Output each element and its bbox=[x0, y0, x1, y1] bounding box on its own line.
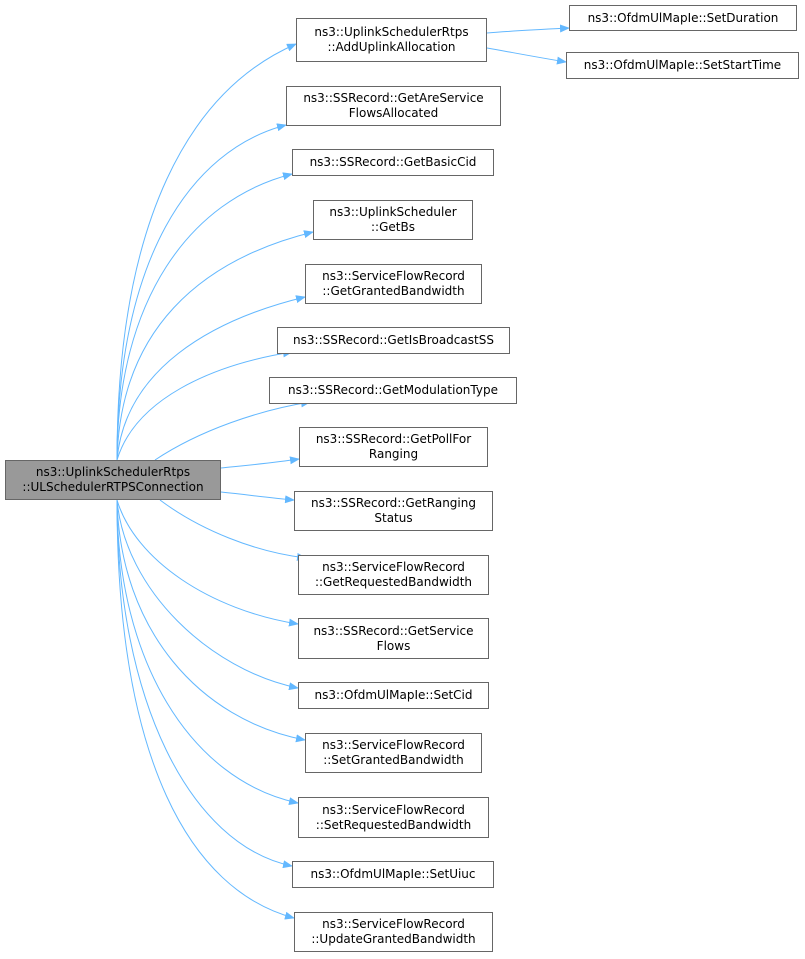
node-label-line2: ::GetBs bbox=[371, 220, 415, 234]
node-root[interactable]: ns3::UplinkSchedulerRtps ::ULSchedulerRT… bbox=[5, 460, 221, 500]
node-label-line2: Ranging bbox=[368, 447, 419, 461]
edge-get-basic-cid bbox=[116, 172, 293, 461]
node-label-line1: ns3::ServiceFlowRecord bbox=[322, 802, 465, 817]
node-get-granted-bandwidth[interactable]: ns3::ServiceFlowRecord ::GetGrantedBandw… bbox=[305, 264, 482, 304]
node-label-line1: ns3::ServiceFlowRecord bbox=[322, 738, 465, 752]
node-label-line2: ::AddUplinkAllocation bbox=[327, 40, 456, 54]
edge-get-is-broadcast-ss bbox=[116, 349, 293, 461]
node-get-service-flows[interactable]: ns3::SSRecord::GetService Flows bbox=[298, 618, 489, 659]
node-label-line1: ns3::UplinkSchedulerRtps bbox=[314, 25, 469, 39]
node-label-line1: ns3::UplinkScheduler bbox=[329, 205, 457, 219]
node-root-line1: ns3::UplinkSchedulerRtps bbox=[35, 465, 191, 479]
node-label-line2: ::UpdateGrantedBandwidth bbox=[311, 932, 476, 946]
node-set-uiuc[interactable]: ns3::OfdmUlMapIe::SetUiuc bbox=[292, 861, 494, 888]
node-label-line1: ns3::OfdmUlMapIe::SetUiuc bbox=[310, 867, 476, 881]
node-add-uplink-allocation[interactable]: ns3::UplinkSchedulerRtps ::AddUplinkAllo… bbox=[296, 18, 487, 62]
node-get-basic-cid[interactable]: ns3::SSRecord::GetBasicCid bbox=[292, 149, 494, 176]
edge-set-cid bbox=[116, 499, 299, 691]
node-set-cid[interactable]: ns3::OfdmUlMapIe::SetCid bbox=[298, 682, 489, 709]
edge-update-granted-bandwidth bbox=[116, 499, 295, 920]
node-get-poll-for-ranging[interactable]: ns3::SSRecord::GetPollFor Ranging bbox=[299, 427, 488, 467]
edge-get-service-flows bbox=[116, 499, 299, 627]
edge-get-ranging-status bbox=[220, 491, 295, 504]
edge-add-uplink-allocation bbox=[116, 43, 297, 461]
node-root-line2: ::ULSchedulerRTPSConnection bbox=[22, 480, 204, 494]
node-label-line1: ns3::OfdmUlMapIe::SetDuration bbox=[587, 10, 779, 25]
node-label-line1: ns3::SSRecord::GetAreService bbox=[303, 91, 484, 105]
node-get-modulation-type[interactable]: ns3::SSRecord::GetModulationType bbox=[269, 377, 517, 404]
node-get-ranging-status[interactable]: ns3::SSRecord::GetRanging Status bbox=[294, 491, 493, 531]
node-label-line1: ns3::OfdmUlMapIe::SetStartTime bbox=[583, 58, 782, 72]
edge-get-are-service-flows-allocated bbox=[116, 123, 287, 461]
node-label-line2: ::SetGrantedBandwidth bbox=[323, 753, 464, 767]
node-get-bs[interactable]: ns3::UplinkScheduler ::GetBs bbox=[313, 200, 473, 240]
edge-set-requested-bandwidth bbox=[116, 499, 299, 806]
node-label-line2: Status bbox=[374, 511, 413, 525]
edge-get-granted-bandwidth bbox=[116, 295, 306, 461]
node-label-line2: ::GetRequestedBandwidth bbox=[314, 575, 473, 589]
node-update-granted-bandwidth[interactable]: ns3::ServiceFlowRecord ::UpdateGrantedBa… bbox=[294, 912, 493, 952]
node-set-duration[interactable]: ns3::OfdmUlMapIe::SetDuration bbox=[569, 5, 797, 31]
node-label-line2: ::GetGrantedBandwidth bbox=[322, 284, 465, 298]
node-label-line1: ns3::SSRecord::GetService bbox=[313, 623, 474, 638]
node-label-line2: ::SetRequestedBandwidth bbox=[315, 817, 472, 832]
node-label-line2: FlowsAllocated bbox=[348, 106, 439, 120]
node-label-line2: Flows bbox=[376, 638, 411, 653]
node-label-line1: ns3::SSRecord::GetPollFor bbox=[315, 432, 472, 446]
node-label-line1: ns3::SSRecord::GetModulationType bbox=[288, 383, 498, 397]
node-label-line1: ns3::SSRecord::GetBasicCid bbox=[309, 155, 477, 169]
edge-get-requested-bandwidth bbox=[159, 499, 307, 561]
node-label-line1: ns3::SSRecord::GetRanging bbox=[311, 496, 476, 510]
node-label-line1: ns3::ServiceFlowRecord bbox=[322, 917, 465, 931]
node-get-is-broadcast-ss[interactable]: ns3::SSRecord::GetIsBroadcastSS bbox=[277, 327, 510, 354]
node-set-requested-bandwidth[interactable]: ns3::ServiceFlowRecord ::SetRequestedBan… bbox=[298, 797, 489, 838]
node-set-start-time[interactable]: ns3::OfdmUlMapIe::SetStartTime bbox=[566, 52, 799, 79]
node-label-line1: ns3::ServiceFlowRecord bbox=[322, 269, 465, 283]
edge-get-poll-for-ranging bbox=[220, 456, 300, 469]
edge-get-modulation-type bbox=[154, 399, 311, 461]
edge-set-uiuc bbox=[116, 499, 293, 869]
node-get-are-service-flows-allocated[interactable]: ns3::SSRecord::GetAreService FlowsAlloca… bbox=[286, 86, 501, 126]
edge-to-set-duration bbox=[486, 24, 570, 34]
node-label-line1: ns3::OfdmUlMapIe::SetCid bbox=[314, 688, 473, 702]
node-label-line1: ns3::ServiceFlowRecord bbox=[322, 560, 465, 574]
edge-set-granted-bandwidth bbox=[116, 499, 306, 743]
node-set-granted-bandwidth[interactable]: ns3::ServiceFlowRecord ::SetGrantedBandw… bbox=[305, 733, 482, 773]
edge-get-bs bbox=[116, 230, 314, 461]
node-label-line1: ns3::SSRecord::GetIsBroadcastSS bbox=[293, 333, 494, 347]
edge-to-set-start-time bbox=[486, 47, 567, 65]
node-get-requested-bandwidth[interactable]: ns3::ServiceFlowRecord ::GetRequestedBan… bbox=[298, 555, 489, 595]
